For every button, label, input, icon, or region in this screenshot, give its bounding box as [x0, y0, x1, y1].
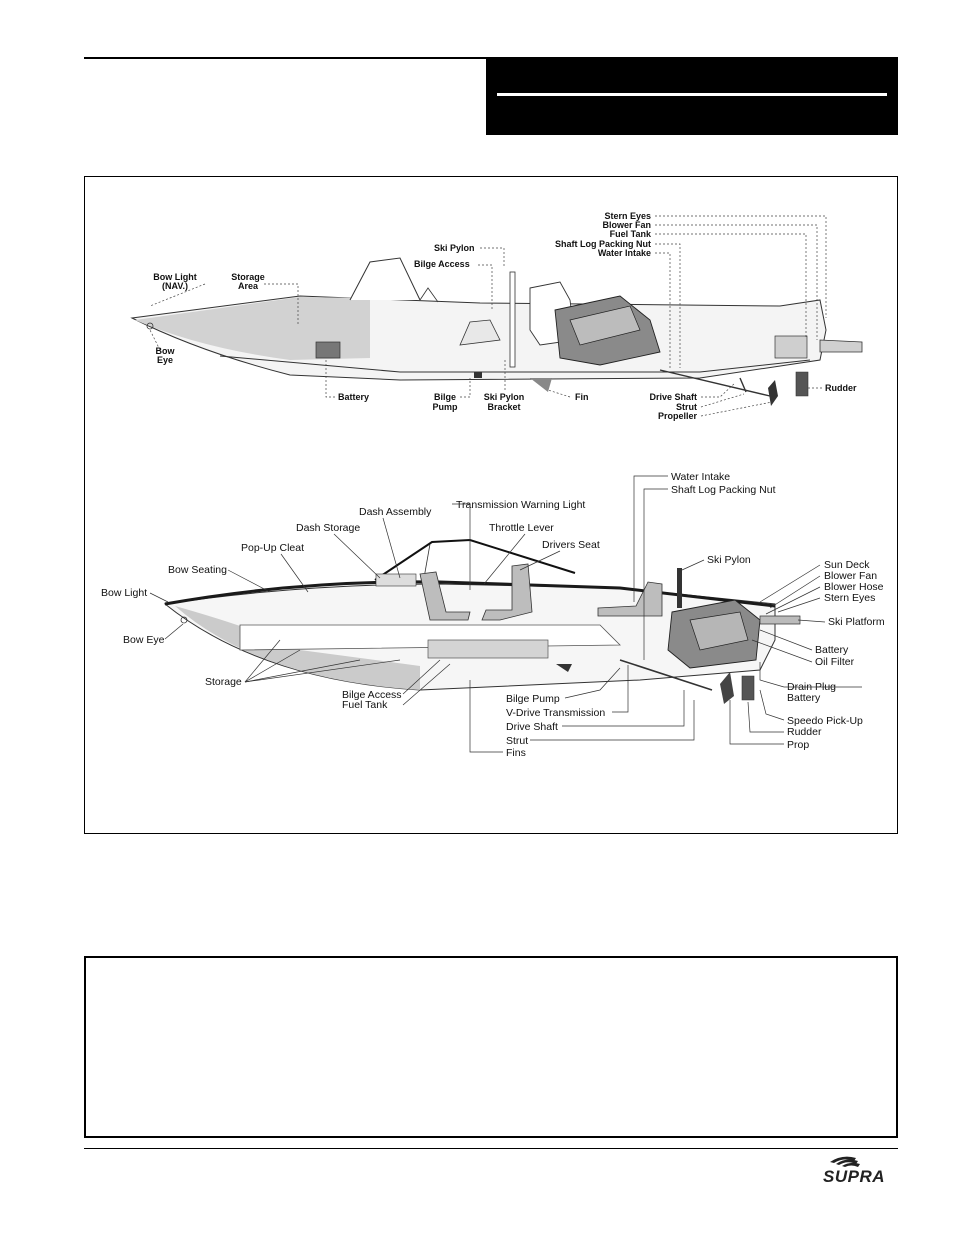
- footer-rule: [84, 1148, 898, 1149]
- label-fins: Fins: [506, 747, 526, 759]
- label-bilge-access: Bilge Access: [414, 259, 470, 269]
- label-area: Area: [238, 281, 259, 291]
- boat-a-illustration: [130, 257, 863, 406]
- label-storage: Storage: [231, 272, 265, 282]
- label-strut: Strut: [676, 402, 697, 412]
- label-transmission-warning-light: Transmission Warning Light: [456, 499, 585, 511]
- label-eye: Eye: [157, 355, 173, 365]
- label-fuel-tank-b: Fuel Tank: [342, 699, 388, 711]
- label-bilge-access-b: Bilge Access: [342, 689, 402, 701]
- label-dash-storage: Dash Storage: [296, 522, 360, 534]
- label-pump: Pump: [432, 402, 458, 412]
- boat-b-illustration: [163, 538, 801, 704]
- label-strut-b: Strut: [506, 735, 528, 747]
- label-bow-eye-b: Bow Eye: [123, 634, 165, 646]
- label-speedo-pick-up: Speedo Pick-Up: [787, 715, 863, 727]
- label-blower-fan: Blower Fan: [602, 220, 651, 230]
- label-fin: Fin: [575, 392, 589, 402]
- label-propeller: Propeller: [658, 411, 698, 421]
- label-storage-b: Storage: [205, 676, 242, 688]
- label-drive-shaft: Drive Shaft: [649, 392, 697, 402]
- label-sun-deck: Sun Deck: [824, 559, 870, 571]
- label-battery: Battery: [338, 392, 369, 402]
- label-bow-light: Bow Light: [153, 272, 197, 282]
- boat-b-leaders: [149, 475, 862, 753]
- header-rule: [84, 57, 488, 59]
- header-block-line: [497, 93, 887, 96]
- label-bilge-pump-b: Bilge Pump: [506, 693, 560, 705]
- label-throttle-lever: Throttle Lever: [489, 522, 554, 534]
- label-water-intake: Water Intake: [598, 248, 651, 258]
- label-prop: Prop: [787, 739, 809, 751]
- label-shaft-log-packing-nut: Shaft Log Packing Nut: [555, 239, 651, 249]
- boat-b-labels: Water Intake Shaft Log Packing Nut Trans…: [101, 471, 885, 759]
- diagram-frame: [84, 176, 898, 834]
- boat-a-leaders: [149, 215, 827, 417]
- label-ski-pylon-bracket-2: Bracket: [487, 402, 520, 412]
- label-rudder-b: Rudder: [787, 726, 822, 738]
- section-header-block: [486, 57, 898, 135]
- label-bow-light-nav: (NAV.): [162, 281, 188, 291]
- label-ski-platform: Ski Platform: [828, 616, 885, 628]
- supra-logo: SUPRA: [823, 1156, 885, 1186]
- label-stern-eyes: Stern Eyes: [604, 211, 651, 221]
- label-fuel-tank: Fuel Tank: [610, 229, 652, 239]
- note-box: [84, 956, 898, 1138]
- label-shaft-log-packing-nut-b: Shaft Log Packing Nut: [671, 484, 776, 496]
- label-battery-b: Battery: [815, 644, 849, 656]
- label-stern-eyes-b: Stern Eyes: [824, 592, 875, 604]
- label-oil-filter: Oil Filter: [815, 656, 855, 668]
- label-blower-fan-b: Blower Fan: [824, 570, 877, 582]
- label-bow: Bow: [156, 346, 176, 356]
- label-battery-b-2: Battery: [787, 692, 821, 704]
- label-ski-pylon-b: Ski Pylon: [707, 554, 751, 566]
- label-drivers-seat: Drivers Seat: [542, 539, 600, 551]
- label-ski-pylon: Ski Pylon: [434, 243, 475, 253]
- logo-text: SUPRA: [823, 1167, 885, 1186]
- label-pop-up-cleat: Pop-Up Cleat: [241, 542, 304, 554]
- label-water-intake-b: Water Intake: [671, 471, 730, 483]
- label-drive-shaft-b: Drive Shaft: [506, 721, 558, 733]
- label-rudder: Rudder: [825, 383, 857, 393]
- label-bow-light-b: Bow Light: [101, 587, 147, 599]
- label-dash-assembly: Dash Assembly: [359, 506, 432, 518]
- label-blower-hose: Blower Hose: [824, 581, 884, 593]
- label-v-drive-transmission: V-Drive Transmission: [506, 707, 605, 719]
- boat-a-labels: Stern Eyes Blower Fan Fuel Tank Shaft Lo…: [153, 211, 857, 421]
- label-bow-seating: Bow Seating: [168, 564, 227, 576]
- label-bilge: Bilge: [434, 392, 456, 402]
- label-ski-pylon-bracket-1: Ski Pylon: [484, 392, 525, 402]
